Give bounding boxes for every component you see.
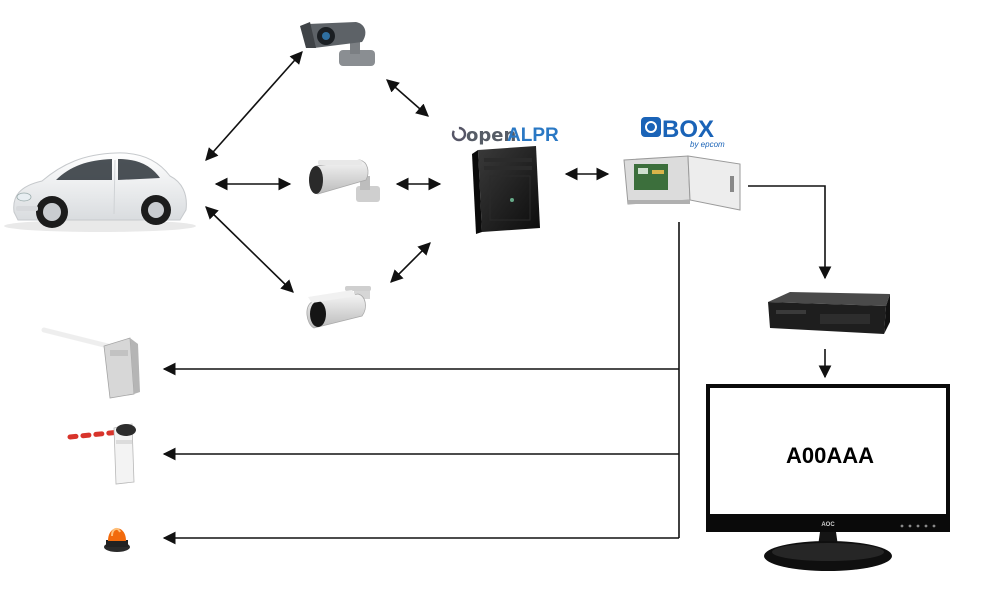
openalpr-logo-suffix: ALPR: [507, 125, 559, 146]
barrier-gate-2: [67, 423, 136, 485]
box-logo-icon: [641, 117, 661, 137]
bullet-camera-middle: [309, 159, 380, 202]
warning-beacon: [104, 527, 130, 552]
openalpr-logo: open ALPR: [451, 125, 559, 146]
box-logo: BOX by epcom: [641, 116, 725, 149]
arrow-box-to-recorder: [748, 185, 832, 280]
monitor-brand: AOC: [821, 522, 835, 528]
dome-camera: [300, 22, 375, 66]
monitor-plate-text: A00AAA: [786, 443, 874, 468]
openalpr-server: [472, 146, 540, 234]
arrow-dome-camera-server: [386, 79, 429, 117]
bullet-camera-bottom: [306, 286, 371, 329]
box-logo-text: BOX: [662, 116, 714, 143]
box-logo-byline: by epcom: [690, 140, 725, 149]
nvr-recorder: [768, 292, 890, 334]
monitor-screen: [710, 388, 946, 514]
car: [4, 152, 196, 232]
barrier-gate-1: [41, 327, 140, 399]
openalpr-o-icon: [451, 126, 467, 142]
openalpr-logo-prefix: open: [466, 125, 516, 146]
monitor-buttons: [900, 524, 936, 528]
arrow-car-dome-camera: [205, 51, 303, 161]
arrow-bottom-camera-server: [390, 242, 431, 283]
connection-arrows: [162, 51, 832, 545]
arrow-car-bottom-camera: [205, 206, 294, 293]
monitor: A00AAA AOC: [706, 384, 950, 571]
box-controller: [623, 155, 741, 211]
